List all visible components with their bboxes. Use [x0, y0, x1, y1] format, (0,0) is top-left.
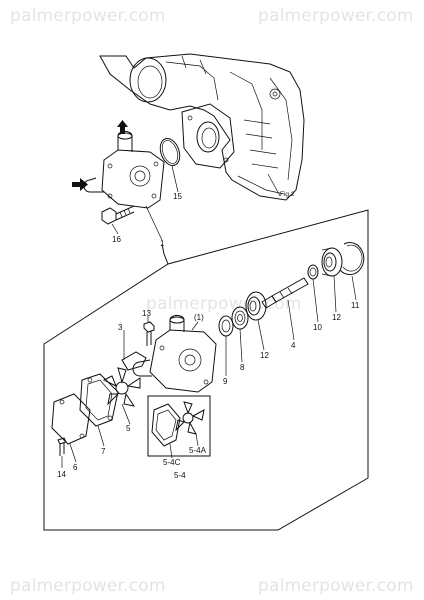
flow-arrow-right: [72, 178, 88, 191]
pump-body-detail: [132, 314, 217, 393]
block-flange-plate: [181, 103, 235, 169]
callout-13: 13: [142, 309, 151, 318]
flow-arrow-up: [117, 120, 128, 134]
callout-12-right: 12: [332, 313, 341, 322]
leader-5: [121, 403, 131, 425]
seal-9: [218, 315, 234, 337]
o-ring-15: [159, 137, 181, 167]
callout-5: 5: [126, 424, 131, 433]
watermark-bottom-right: palmerpower.com: [258, 576, 414, 596]
callout-fig: Fig.2: [280, 191, 295, 198]
leader-4: [287, 299, 295, 341]
callout-14: 14: [57, 470, 66, 479]
leader-5-4a: [195, 433, 199, 447]
callout-5-4c: 5-4C: [163, 458, 181, 467]
leader-12a: [257, 319, 265, 351]
gasket-7: [79, 373, 119, 427]
leader-16: [111, 223, 119, 235]
callout-3: 3: [118, 323, 123, 332]
callout-12-left: 12: [260, 351, 269, 360]
callout-16: 16: [112, 235, 121, 244]
bearing-12-right: [321, 247, 343, 277]
pump-assembly-top: [83, 130, 165, 209]
impeller-5: [102, 367, 141, 407]
leader-10: [312, 278, 319, 323]
leader-6: [69, 443, 77, 463]
callout-15: 15: [173, 192, 182, 201]
callout-10: 10: [313, 323, 322, 332]
leader-11: [351, 275, 357, 301]
bolt-16: [101, 205, 135, 225]
callout-1: 1: [160, 239, 165, 248]
bearing-12-left: [245, 291, 267, 321]
screw-14: [57, 437, 67, 456]
leader-fig: [267, 173, 281, 197]
callout-7: 7: [101, 447, 106, 456]
leader-15: [171, 165, 179, 193]
leader-1-top: [145, 205, 163, 241]
callout-11: 11: [351, 301, 360, 310]
seal-8: [231, 306, 249, 330]
shaft-4: [261, 277, 309, 309]
leader-5-4c: [169, 443, 173, 459]
engine-block-outline: [99, 53, 305, 201]
leader-12b: [333, 275, 337, 313]
callout-4: 4: [291, 341, 296, 350]
callout-9: 9: [223, 377, 228, 386]
cover-plate-6: [51, 393, 91, 445]
watermark-top-right: palmerpower.com: [258, 6, 414, 26]
detail-frame: [43, 209, 369, 531]
circlip-11: [339, 242, 365, 276]
callout-5-4a: 5-4A: [189, 446, 207, 455]
watermark-top-left: palmerpower.com: [10, 6, 166, 26]
watermark-bottom-left: palmerpower.com: [10, 576, 166, 596]
callout-8: 8: [240, 363, 245, 372]
watermark-middle: palmerpower.com: [146, 294, 302, 314]
leader-7: [97, 425, 105, 447]
bolt-13: [143, 321, 155, 346]
part-3-bracket: [121, 351, 147, 371]
callout-5-4: 5-4: [174, 471, 186, 480]
callout-1-paren: (1): [194, 313, 204, 322]
callout-6: 6: [73, 463, 78, 472]
impeller-kit-box: [147, 395, 211, 457]
detail-connector: [161, 243, 169, 265]
leader-8: [239, 328, 243, 363]
leader-1-detail: [191, 321, 199, 331]
ring-10: [307, 264, 319, 280]
